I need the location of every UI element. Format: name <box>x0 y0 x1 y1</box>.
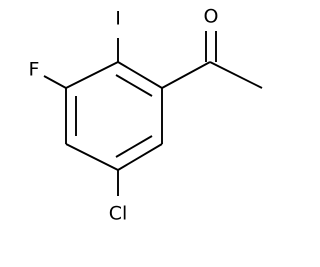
benzene-ring <box>65 61 163 171</box>
molecule-diagram: O I F Cl <box>29 6 263 225</box>
oxygen-label: O <box>204 6 219 28</box>
ring-bond-c6-c1 <box>65 61 119 89</box>
substituent-bonds <box>43 31 263 196</box>
bond-c6-fluorine <box>43 75 67 89</box>
fluorine-label: F <box>29 59 40 81</box>
ring-bond-c3-c4 <box>117 143 163 171</box>
chlorine-label: Cl <box>109 203 128 225</box>
ring-bond-c4-c5 <box>65 143 119 171</box>
bond-carbonyl-methyl <box>209 61 263 89</box>
iodine-label: I <box>115 8 121 30</box>
ring-double-bond-c3-c4 <box>115 135 153 158</box>
ring-bond-c1-c2 <box>117 61 163 89</box>
bond-c2-carbonyl <box>161 61 211 89</box>
atom-labels: O I F Cl <box>29 6 219 225</box>
ring-double-bond-c1-c2 <box>115 74 153 97</box>
